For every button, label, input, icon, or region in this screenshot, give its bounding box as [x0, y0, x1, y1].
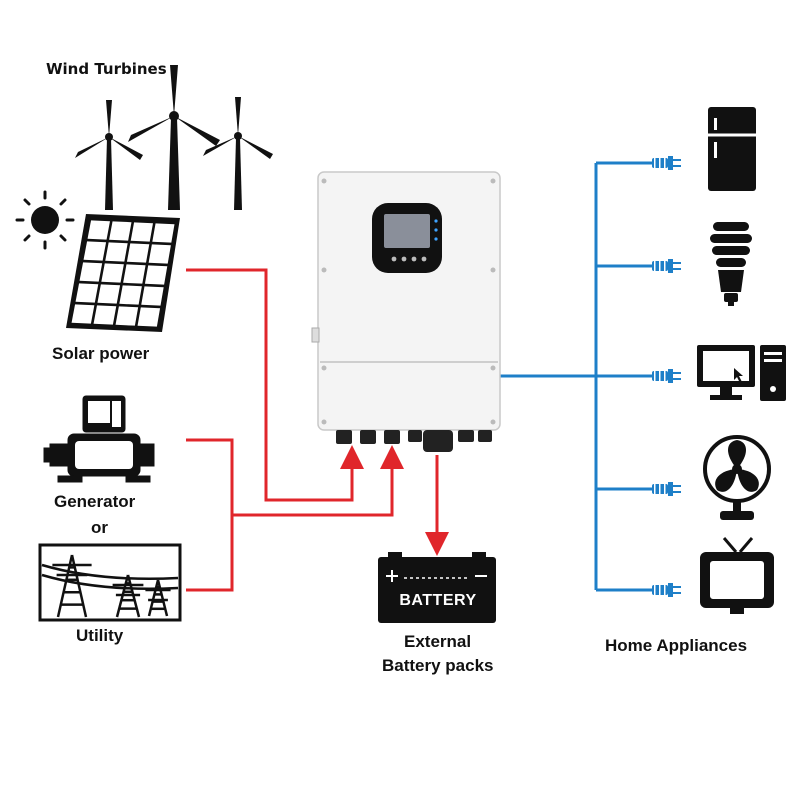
battery-icon: [378, 552, 496, 623]
solar-cell: [97, 284, 121, 304]
output-wires: [498, 156, 681, 597]
cable-glands: [336, 430, 492, 452]
television-icon: [700, 537, 774, 614]
solar-cell: [126, 243, 150, 263]
grid-wire: [232, 445, 404, 517]
solar-cell: [87, 220, 110, 240]
utility-pylons-icon: [38, 543, 182, 622]
wind-turbines-label: Wind Turbines: [46, 60, 167, 78]
or-label: or: [91, 518, 108, 537]
sun-icon: [15, 190, 75, 250]
wind-turbine-left: [75, 100, 143, 210]
solar-wire: [186, 268, 364, 502]
wind-turbine-right: [203, 97, 273, 210]
plug-connector: [652, 482, 681, 496]
solar-cell: [144, 265, 168, 285]
solar-cell: [75, 283, 99, 303]
solar-cell: [105, 242, 128, 262]
solar-cell: [130, 222, 153, 242]
solar-cell: [83, 241, 107, 261]
plug-connector: [652, 156, 681, 170]
solar-cell: [152, 223, 175, 243]
wind-turbine-center: [128, 65, 220, 210]
solar-panel-icon: [66, 214, 180, 332]
solar-cell: [141, 286, 164, 306]
solar-cell: [148, 244, 171, 264]
battery-packs-label: Battery packs: [382, 656, 494, 675]
plug-connector: [652, 583, 681, 597]
refrigerator-icon: [708, 107, 756, 191]
generator-label: Generator: [54, 492, 136, 511]
solar-cell: [109, 221, 132, 241]
utility-label: Utility: [76, 626, 124, 645]
external-label: External: [404, 632, 472, 651]
light-bulb-icon: [710, 222, 752, 306]
solar-cell: [115, 306, 139, 326]
wind-turbines-icon: [75, 65, 273, 210]
solar-cell: [79, 262, 103, 282]
solar-cell: [119, 285, 142, 305]
generator-wire: [186, 438, 234, 592]
inverter-display: [372, 203, 442, 273]
plug-connector: [652, 259, 681, 273]
plug-connector: [652, 369, 681, 383]
solar-cell: [123, 264, 146, 284]
solar-cell: [93, 305, 117, 325]
solar-cell: [101, 263, 124, 283]
hybrid-inverter: [311, 171, 501, 452]
input-wires: [186, 268, 449, 592]
computer-icon: [697, 345, 786, 401]
battery-label: BATTERY: [399, 592, 477, 609]
fan-icon: [703, 435, 771, 520]
home-appliances-label: Home Appliances: [605, 636, 748, 655]
solar-power-label: Solar power: [52, 344, 150, 363]
solar-cell: [137, 307, 161, 327]
generator-icon: [43, 395, 155, 483]
solar-cell: [71, 304, 95, 324]
